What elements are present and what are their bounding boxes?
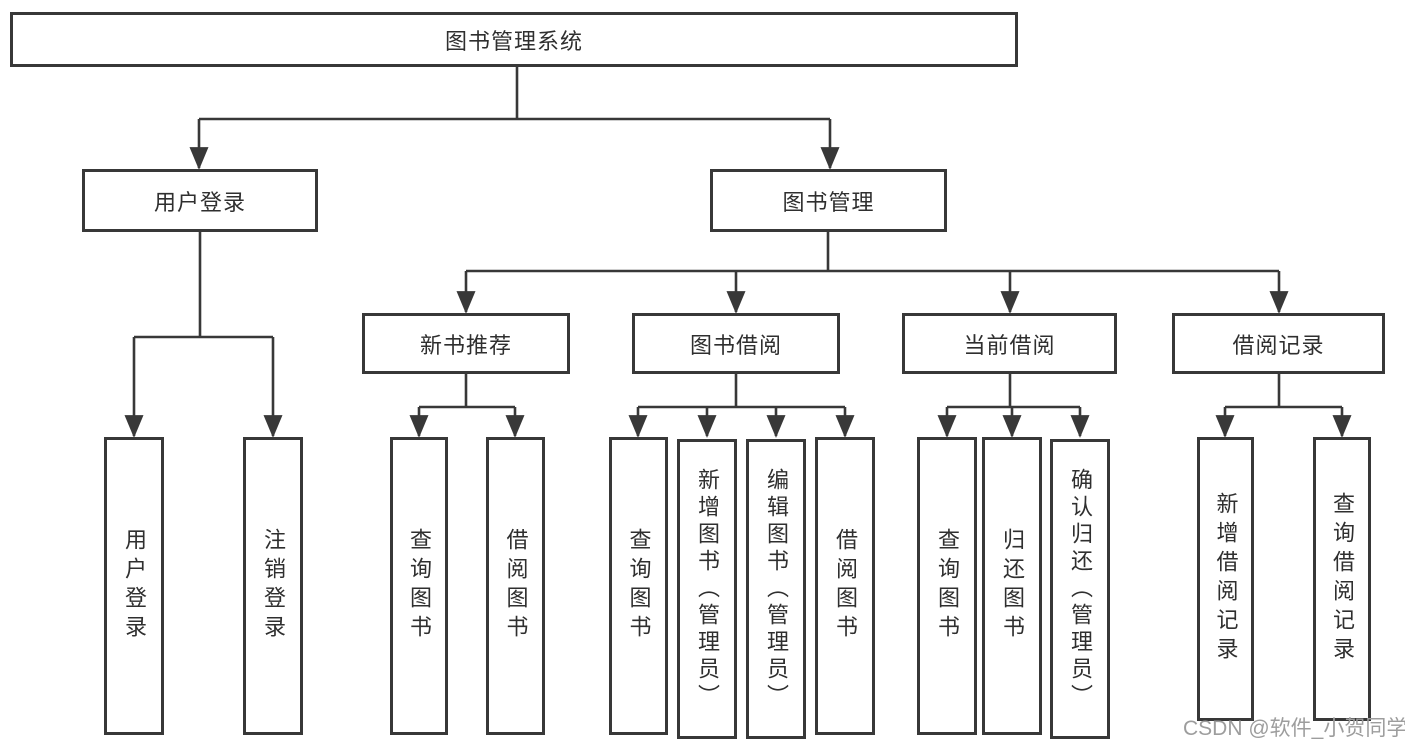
node-label: 借阅记录: [1232, 332, 1325, 358]
node-book-borrowing: 图书借阅: [632, 313, 840, 374]
leaf-label: 用户登录: [122, 528, 147, 644]
leaf-logout: 注销登录: [243, 437, 303, 735]
leaf-nbr-borrow-books: 借阅图书: [486, 437, 545, 735]
csdn-watermark: CSDN @软件_小贺同学: [1183, 717, 1405, 740]
node-label: 用户登录: [153, 189, 246, 215]
leaf-bb-query-books: 查询图书: [609, 437, 668, 735]
node-label: 图书借阅: [689, 332, 782, 358]
leaf-label: 注销登录: [261, 528, 286, 644]
node-book-management: 图书管理: [710, 169, 947, 232]
leaf-cb-confirm-return-admin: 确认归还（管理员）: [1050, 439, 1110, 739]
leaf-label: 查询图书: [626, 528, 652, 644]
leaf-label: 借阅图书: [833, 528, 858, 644]
node-borrowing-records: 借阅记录: [1172, 313, 1385, 374]
leaf-nbr-query-books: 查询图书: [390, 437, 448, 735]
leaf-label: 新增图书（管理员）: [695, 467, 720, 711]
leaf-bb-edit-books-admin: 编辑图书（管理员）: [746, 439, 806, 739]
leaf-label: 确认归还（管理员）: [1068, 467, 1093, 711]
leaf-label: 查询借阅记录: [1330, 492, 1355, 666]
leaf-bb-add-books-admin: 新增图书（管理员）: [677, 439, 737, 739]
leaf-label: 查询图书: [935, 528, 960, 644]
node-root: 图书管理系统: [10, 12, 1018, 67]
leaf-cb-query-books: 查询图书: [917, 437, 977, 735]
node-label: 当前借阅: [963, 332, 1056, 358]
node-new-book-recommend: 新书推荐: [362, 313, 570, 374]
node-label: 图书管理系统: [444, 28, 583, 54]
leaf-label: 新增借阅记录: [1213, 492, 1239, 666]
leaf-label: 归还图书: [1000, 528, 1025, 644]
leaf-br-add-record: 新增借阅记录: [1197, 437, 1254, 721]
node-label: 新书推荐: [419, 332, 512, 358]
node-label: 图书管理: [782, 189, 875, 215]
node-user-login: 用户登录: [82, 169, 318, 232]
leaf-label: 查询图书: [407, 528, 432, 644]
node-current-borrowing: 当前借阅: [902, 313, 1117, 374]
leaf-user-login: 用户登录: [104, 437, 164, 735]
leaf-label: 借阅图书: [503, 528, 529, 644]
leaf-br-query-record: 查询借阅记录: [1313, 437, 1371, 721]
leaf-label: 编辑图书（管理员）: [764, 467, 789, 711]
leaf-cb-return-books: 归还图书: [982, 437, 1042, 735]
leaf-bb-borrow-books: 借阅图书: [815, 437, 875, 735]
